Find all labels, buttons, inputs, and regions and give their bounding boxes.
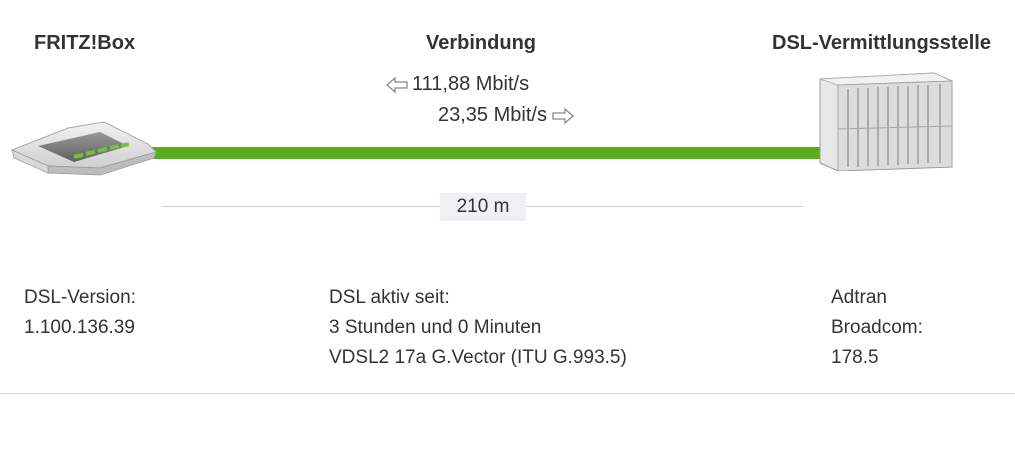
downstream-rate: 111,88 Mbit/s: [385, 73, 529, 96]
downstream-rate-label: 111,88 Mbit/s: [412, 73, 530, 95]
info-center: DSL aktiv seit: 3 Stunden und 0 Minuten …: [329, 283, 627, 373]
arrow-left-icon: [386, 76, 408, 93]
dsl-active-label: DSL aktiv seit:: [329, 287, 450, 308]
upstream-rate-label: 23,35 Mbit/s: [438, 104, 547, 126]
dsl-active-duration: 3 Stunden und 0 Minuten: [329, 317, 542, 338]
info-right: Adtran Broadcom: 178.5: [831, 283, 923, 373]
upstream-rate: 23,35 Mbit/s: [438, 104, 575, 127]
exchange-vendor: Adtran: [831, 287, 887, 308]
section-divider: [0, 393, 1015, 394]
info-left: DSL-Version: 1.100.136.39: [24, 283, 136, 343]
exchange-version: 178.5: [831, 347, 879, 368]
fritzbox-router-icon: [10, 121, 157, 176]
exchange-chipset: Broadcom:: [831, 317, 923, 338]
exchange-title: DSL-Vermittlungsstelle: [772, 32, 991, 54]
connection-line: [130, 147, 830, 159]
dsl-standard: VDSL2 17a G.Vector (ITU G.993.5): [329, 347, 627, 368]
dsl-version-value: 1.100.136.39: [24, 317, 135, 338]
connection-title: Verbindung: [426, 32, 536, 54]
fritzbox-title: FRITZ!Box: [34, 32, 136, 54]
arrow-right-icon: [552, 107, 574, 124]
distance-label: 210 m: [440, 193, 526, 221]
dsl-exchange-rack-icon: [819, 72, 953, 171]
dsl-version-label: DSL-Version:: [24, 287, 136, 308]
